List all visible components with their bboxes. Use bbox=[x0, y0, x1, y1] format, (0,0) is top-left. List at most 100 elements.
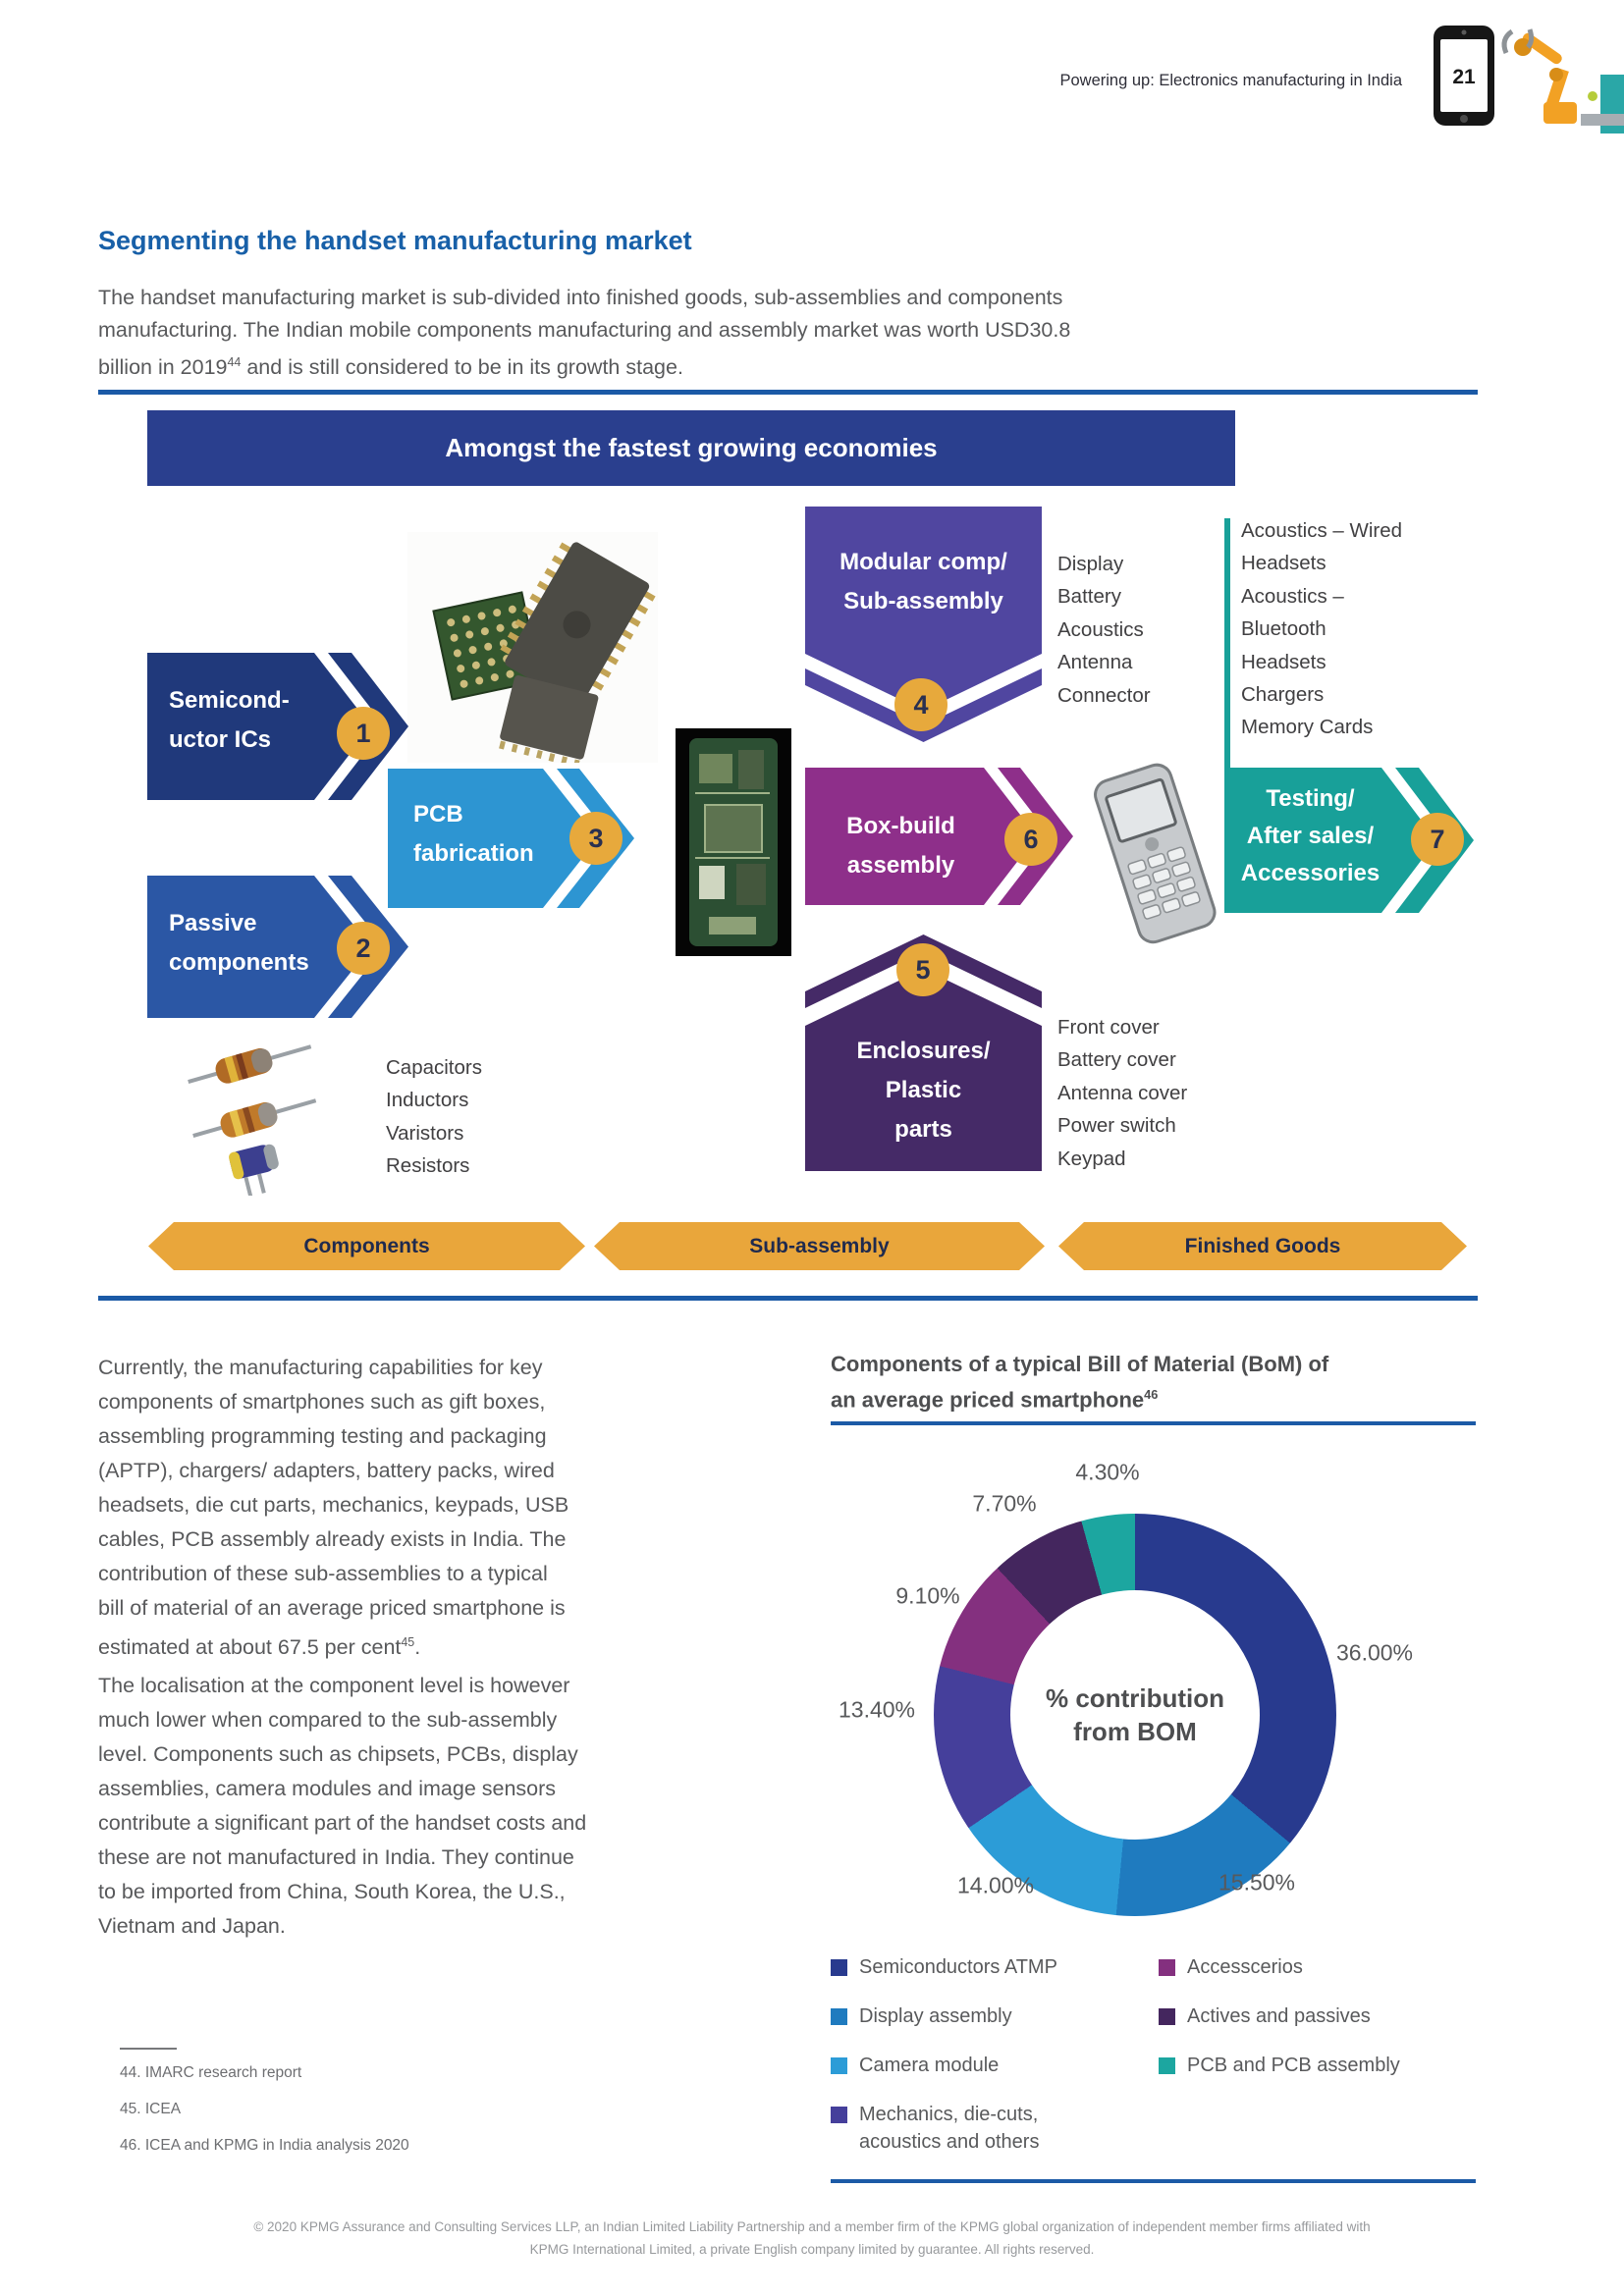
list-line: Bluetooth bbox=[1241, 617, 1326, 641]
legend-label: Actives and passives bbox=[1187, 2005, 1371, 2027]
slice-label-camera: 14.00% bbox=[956, 1872, 1035, 1898]
list-line: Acoustics bbox=[1057, 617, 1144, 641]
legend-item: Accesscerios bbox=[1159, 1953, 1483, 1981]
step-3-label: PCB fabrication bbox=[413, 801, 534, 867]
legend-swatch bbox=[1159, 2008, 1175, 2025]
page-number-phone: 21 bbox=[1434, 26, 1494, 126]
passive-components-image bbox=[188, 1044, 317, 1196]
slice-label-display: 15.50% bbox=[1218, 1869, 1296, 1896]
step-2-label: Passive components bbox=[169, 910, 309, 976]
list-line: Varistors bbox=[386, 1121, 464, 1145]
step-1-chevron bbox=[147, 653, 408, 800]
slice-label-semiconductors: 36.00% bbox=[1335, 1639, 1414, 1666]
slice-label-accessories: 9.10% bbox=[895, 1582, 960, 1609]
legend-swatch bbox=[1159, 1959, 1175, 1976]
slice-label-pcb: 4.30% bbox=[1075, 1459, 1140, 1485]
step-4-label: Modular comp/ Sub-assembly bbox=[839, 549, 1007, 614]
list-line: Keypad bbox=[1057, 1147, 1126, 1170]
body-paragraph-1: Currently, the manufacturing capabilitie… bbox=[98, 1356, 569, 1660]
mobile-phone-image bbox=[1094, 763, 1217, 944]
step-1-label: Semicond- uctor ICs bbox=[169, 687, 290, 753]
chart-title-rule bbox=[831, 1421, 1476, 1425]
list-line: Power switch bbox=[1057, 1114, 1176, 1138]
footer-line-1: © 2020 KPMG Assurance and Consulting Ser… bbox=[253, 2219, 1371, 2234]
robot-arm-phone-illustration: 21 bbox=[1434, 26, 1624, 133]
diagram-banner-title: Amongst the fastest growing economies bbox=[445, 433, 938, 462]
running-header: Powering up: Electronics manufacturing i… bbox=[1059, 72, 1402, 89]
legend-item: Camera module bbox=[831, 2052, 1155, 2079]
list-line: Antenna bbox=[1057, 651, 1133, 674]
legend-swatch bbox=[1159, 2057, 1175, 2074]
list-line: Memory Cards bbox=[1241, 716, 1374, 739]
step-5-number: 5 bbox=[896, 943, 949, 996]
semiconductor-chips-image bbox=[407, 532, 658, 763]
list-line: Headsets bbox=[1241, 650, 1326, 673]
accessories-connector-bar bbox=[1224, 518, 1230, 768]
list-line: Connector bbox=[1057, 683, 1151, 707]
divider-top bbox=[98, 390, 1478, 395]
section-heading: Segmenting the handset manufacturing mar… bbox=[98, 226, 692, 255]
legend-label: Camera module bbox=[859, 2055, 1000, 2076]
donut-center-label: % contribution from BOM bbox=[1010, 1590, 1260, 1840]
list-line: Battery cover bbox=[1057, 1048, 1176, 1072]
footnote-rule bbox=[120, 2048, 177, 2050]
chart-bottom-rule bbox=[831, 2179, 1476, 2183]
step-7-number: 7 bbox=[1411, 813, 1464, 866]
body-paragraph-2: The localisation at the component level … bbox=[98, 1674, 587, 1938]
step-1-number: 1 bbox=[337, 707, 390, 760]
list-line: 45. ICEA bbox=[120, 2101, 182, 2117]
list-line: Capacitors bbox=[386, 1056, 482, 1079]
footnote-ref-44: 44 bbox=[227, 355, 242, 369]
flow-arrow-sub-assembly: Sub-assembly bbox=[594, 1222, 1045, 1270]
step-6-number: 6 bbox=[1004, 813, 1057, 866]
step-2-chevron bbox=[147, 876, 408, 1018]
legend-item: PCB and PCB assembly bbox=[1159, 2052, 1483, 2079]
list-line: Acoustics – bbox=[1241, 584, 1344, 608]
step-2-number: 2 bbox=[337, 922, 390, 975]
legend-label: PCB and PCB assembly bbox=[1187, 2055, 1400, 2076]
legend-label: Display assembly bbox=[859, 2005, 1012, 2027]
pcb-board-image bbox=[676, 728, 791, 956]
legend-swatch bbox=[831, 2008, 847, 2025]
flow-arrow-components: Components bbox=[148, 1222, 585, 1270]
list-line: Acoustics – Wired bbox=[1241, 519, 1403, 542]
footer-line-2: KPMG International Limited, a private En… bbox=[529, 2242, 1095, 2257]
diagram-banner: Amongst the fastest growing economies bbox=[147, 410, 1235, 486]
legend-swatch bbox=[831, 2057, 847, 2074]
legend-item: Display assembly bbox=[831, 2002, 1155, 2030]
list-line: Front cover bbox=[1057, 1016, 1160, 1039]
legend-label: Semiconductors ATMP bbox=[859, 1956, 1057, 1978]
step-6-chevron bbox=[805, 768, 1073, 905]
legend-swatch bbox=[831, 2107, 847, 2123]
legend-item: Semiconductors ATMP bbox=[831, 1953, 1155, 1981]
list-line: 46. ICEA and KPMG in India analysis 2020 bbox=[120, 2137, 409, 2154]
chart-title: Components of a typical Bill of Material… bbox=[831, 1352, 1329, 1413]
step-7-label: Testing/ After sales/ Accessories bbox=[1240, 785, 1380, 886]
list-line: Resistors bbox=[386, 1154, 470, 1178]
legend-label: Accesscerios bbox=[1187, 1956, 1303, 1978]
step-4-number: 4 bbox=[894, 678, 947, 731]
list-line: Antenna cover bbox=[1057, 1081, 1188, 1104]
step-3-number: 3 bbox=[569, 812, 623, 865]
legend-label: Mechanics, die-cuts, acoustics and other… bbox=[859, 2104, 1040, 2153]
legend-swatch bbox=[831, 1959, 847, 1976]
page-number: 21 bbox=[1452, 66, 1476, 88]
bom-donut-chart: % contribution from BOM bbox=[934, 1514, 1336, 1916]
footnote-ref-46: 46 bbox=[1144, 1387, 1159, 1402]
list-line: Headsets bbox=[1241, 552, 1326, 575]
flow-arrow-finished-goods: Finished Goods bbox=[1058, 1222, 1467, 1270]
list-line: Battery bbox=[1057, 585, 1121, 609]
legend-item: Actives and passives bbox=[1159, 2002, 1483, 2030]
legend-item: Mechanics, die-cuts, acoustics and other… bbox=[831, 2101, 1155, 2156]
slice-label-mechanics: 13.40% bbox=[838, 1696, 916, 1723]
step-6-label: Box-build assembly bbox=[846, 813, 955, 879]
list-line: Chargers bbox=[1241, 683, 1325, 707]
step-5-label: Enclosures/ Plastic parts bbox=[856, 1038, 991, 1143]
